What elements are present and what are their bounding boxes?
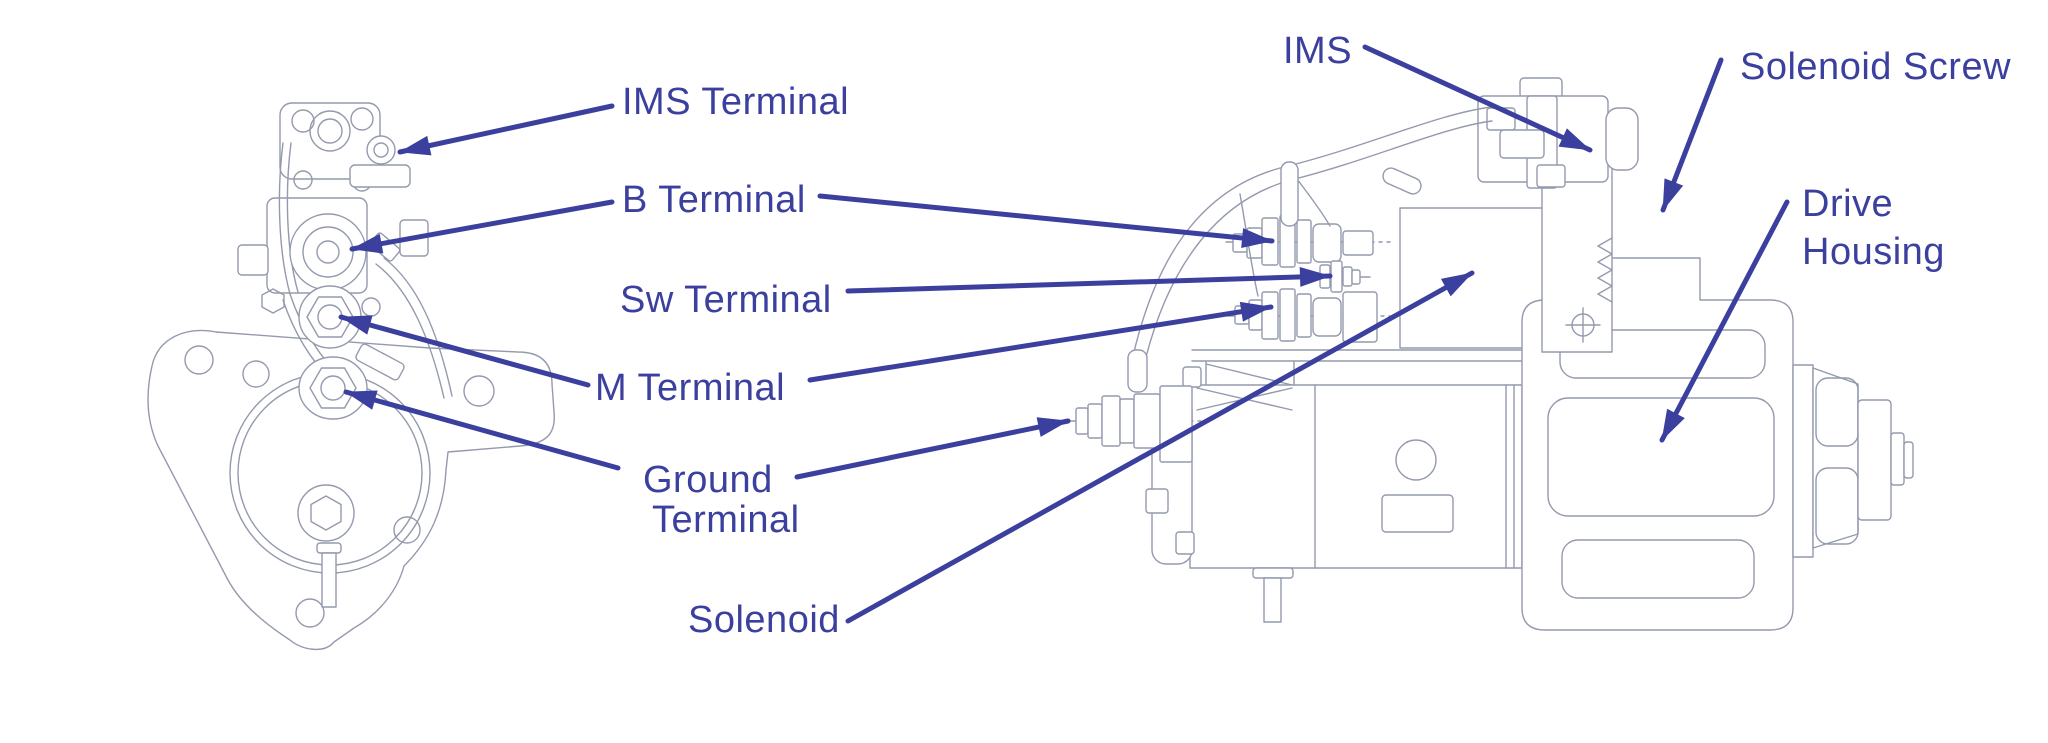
- leader-arrow-solenoid-screw: [1660, 57, 1724, 213]
- nameplate: [1381, 494, 1454, 533]
- label-ground-terminal: Terminal: [652, 499, 800, 541]
- leader-arrow-drive-housing: [1659, 199, 1790, 443]
- annotation-m-terminal: M Terminal: [338, 301, 1274, 409]
- through-bolt: [297, 484, 355, 542]
- ims-terminal-front: [366, 135, 396, 165]
- leader-arrow-b-terminal: [349, 199, 615, 254]
- flange-hole: [295, 598, 325, 628]
- label-m-terminal: M Terminal: [595, 367, 785, 409]
- left-view-drawing: [147, 102, 555, 650]
- label-sw-terminal: Sw Terminal: [620, 279, 832, 321]
- leader-arrow-ground-terminal: [794, 417, 1071, 480]
- leader-arrow-m-terminal: [807, 301, 1274, 383]
- leader-arrow-ground-terminal: [343, 389, 621, 471]
- label-ground-terminal: Ground: [643, 459, 773, 501]
- annotation-ims-terminal: IMS Terminal: [397, 81, 849, 156]
- ims-switch: [1477, 77, 1639, 189]
- label-ims: IMS: [1283, 30, 1352, 72]
- bottom-stud: [321, 552, 337, 608]
- b-terminal-front: [289, 213, 367, 291]
- annotation-solenoid-screw: Solenoid Screw: [1660, 46, 2011, 213]
- flange-hole: [184, 345, 214, 375]
- label-drive-housing: Drive: [1802, 183, 1893, 225]
- annotation-solenoid: Solenoid: [688, 270, 1475, 641]
- leader-arrow-b-terminal: [817, 193, 1275, 248]
- label-solenoid-screw: Solenoid Screw: [1740, 46, 2011, 88]
- ground-terminal-side: [1067, 385, 1206, 463]
- motor-body-side: [1189, 384, 1523, 569]
- right-view-drawing: [1067, 77, 1914, 631]
- leader-arrow-ims: [1362, 44, 1593, 153]
- drain-hole: [1395, 439, 1437, 481]
- annotation-sw-terminal: Sw Terminal: [620, 266, 1333, 321]
- flange-hole: [463, 375, 495, 407]
- leader-arrow-solenoid: [845, 270, 1475, 624]
- leader-arrow-m-terminal: [338, 314, 591, 388]
- annotation-b-terminal: B Terminal: [349, 179, 1275, 254]
- annotation-ims: IMS: [1283, 30, 1593, 153]
- label-drive-housing: Housing: [1802, 231, 1945, 273]
- label-b-terminal: B Terminal: [622, 179, 806, 221]
- leader-arrow-sw-terminal: [845, 266, 1333, 294]
- nose-cone: [1792, 364, 1914, 558]
- cable: [278, 142, 291, 295]
- label-ims-terminal: IMS Terminal: [622, 81, 849, 123]
- label-solenoid: Solenoid: [688, 599, 840, 641]
- cable-harness: [1127, 106, 1493, 393]
- leader-arrow-ims-terminal: [397, 103, 615, 156]
